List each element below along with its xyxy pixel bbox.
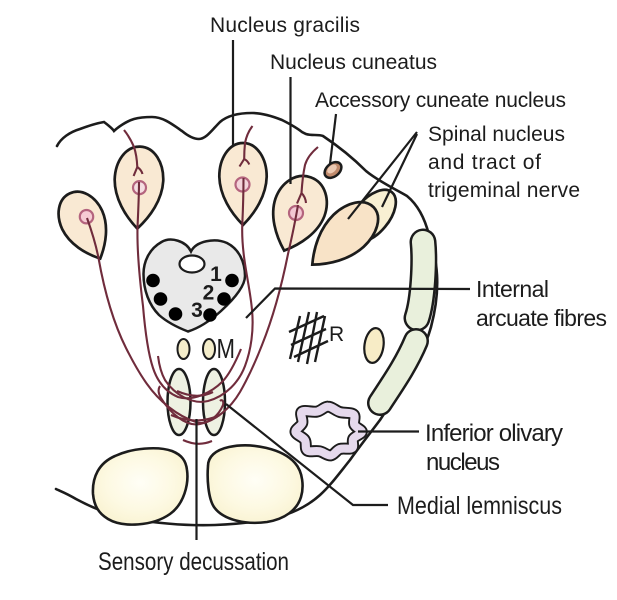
svg-text:R: R (329, 323, 344, 346)
svg-text:1: 1 (210, 263, 222, 286)
svg-text:nucleus: nucleus (426, 449, 500, 476)
svg-text:Internal: Internal (476, 276, 549, 302)
svg-text:trigeminal nerve: trigeminal nerve (428, 179, 580, 202)
svg-text:Sensory decussation: Sensory decussation (98, 548, 289, 576)
svg-text:Medial lemniscus: Medial lemniscus (397, 492, 562, 520)
svg-text:and tract of: and tract of (428, 151, 541, 174)
svg-text:Inferior olivary: Inferior olivary (425, 420, 563, 447)
svg-text:Nucleus gracilis: Nucleus gracilis (210, 14, 360, 37)
svg-text:Accessory cuneate nucleus: Accessory cuneate nucleus (315, 89, 566, 112)
svg-text:M: M (217, 333, 236, 364)
svg-text:3: 3 (191, 299, 203, 322)
svg-text:arcuate fibres: arcuate fibres (476, 305, 607, 331)
svg-text:2: 2 (203, 282, 215, 305)
svg-text:Spinal nucleus: Spinal nucleus (428, 123, 565, 146)
svg-text:Nucleus cuneatus: Nucleus cuneatus (270, 51, 437, 74)
